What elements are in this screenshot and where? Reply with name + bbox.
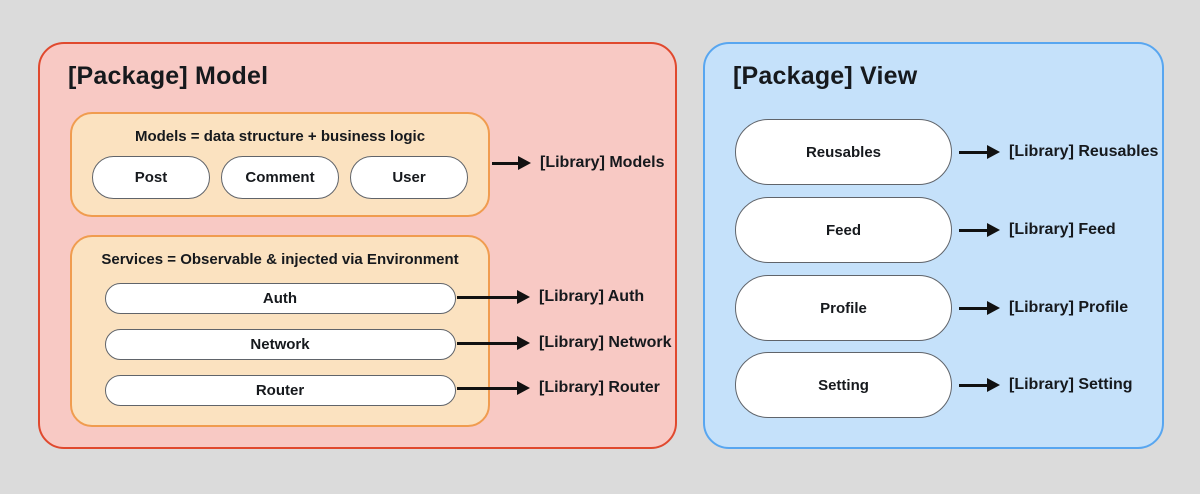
package-model-title: [Package] Model xyxy=(68,62,269,90)
arrow-right-icon xyxy=(457,290,530,304)
models-group-title: Models = data structure + business logic xyxy=(134,128,426,145)
library-label-models: [Library] Models xyxy=(540,154,665,171)
models-group-box: Models = data structure + business logic… xyxy=(70,112,490,217)
library-label-profile: [Library] Profile xyxy=(1009,299,1129,316)
library-label-reusables: [Library] Reusables xyxy=(1009,143,1159,160)
library-label-setting: [Library] Setting xyxy=(1009,376,1133,393)
package-view-title: [Package] View xyxy=(733,62,918,90)
library-label-auth: [Library] Auth xyxy=(539,288,645,305)
node-setting: Setting xyxy=(735,352,952,418)
arrow-right-icon xyxy=(959,145,1000,159)
node-reusables: Reusables xyxy=(735,119,952,185)
node-post: Post xyxy=(92,156,210,199)
arrow-right-icon xyxy=(492,156,531,170)
services-group-box: Services = Observable & injected via Env… xyxy=(70,235,490,427)
library-label-feed: [Library] Feed xyxy=(1009,221,1116,238)
services-pill-column: Auth Network Router xyxy=(72,283,488,406)
node-network: Network xyxy=(104,329,456,360)
arrow-row-network: [Library] Network xyxy=(457,332,671,354)
node-router: Router xyxy=(104,375,456,406)
arrow-right-icon xyxy=(959,378,1000,392)
arrow-right-icon xyxy=(457,336,530,350)
view-row-feed: Feed [Library] Feed xyxy=(735,197,1116,263)
arrow-row-auth: [Library] Auth xyxy=(457,286,644,308)
view-row-setting: Setting [Library] Setting xyxy=(735,352,1133,418)
node-profile: Profile xyxy=(735,275,952,341)
arrow-right-icon xyxy=(457,381,530,395)
node-auth: Auth xyxy=(104,283,456,314)
arrow-right-icon xyxy=(959,301,1000,315)
arrow-row-router: [Library] Router xyxy=(457,377,660,399)
arrow-right-icon xyxy=(959,223,1000,237)
services-group-title: Services = Observable & injected via Env… xyxy=(101,251,459,268)
library-label-router: [Library] Router xyxy=(539,379,660,396)
package-model-box: [Package] Model Models = data structure … xyxy=(38,42,677,449)
models-pill-row: Post Comment User xyxy=(72,156,488,199)
view-row-reusables: Reusables [Library] Reusables xyxy=(735,119,1158,185)
node-feed: Feed xyxy=(735,197,952,263)
view-row-profile: Profile [Library] Profile xyxy=(735,275,1128,341)
arrow-row-models: [Library] Models xyxy=(492,152,664,174)
node-comment: Comment xyxy=(221,156,339,199)
package-view-box: [Package] View Reusables [Library] Reusa… xyxy=(703,42,1164,449)
library-label-network: [Library] Network xyxy=(539,334,672,351)
node-user: User xyxy=(350,156,468,199)
